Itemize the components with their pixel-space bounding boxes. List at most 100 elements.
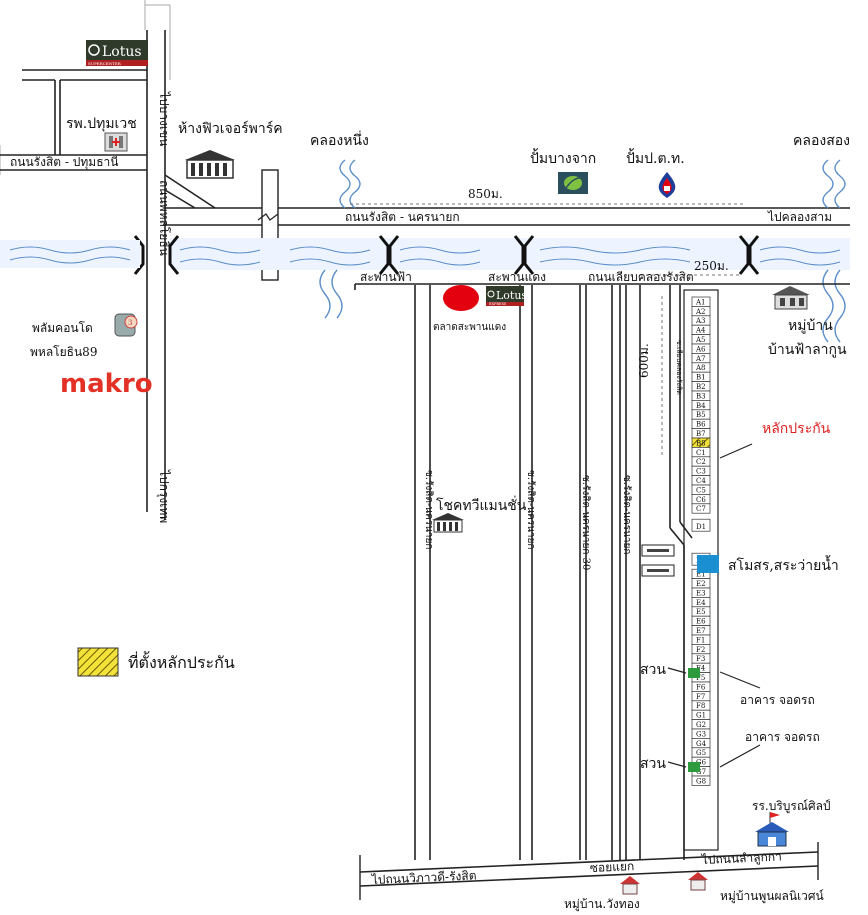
hospital-icon-part bbox=[109, 136, 113, 148]
annotation-arrows bbox=[667, 443, 761, 768]
plot-label: F4 bbox=[696, 665, 706, 673]
club-label: สโมสร,สระว่ายน้ำ bbox=[728, 555, 839, 574]
plot-label: E4 bbox=[696, 599, 706, 607]
village-fa-lagoon-label-1: หมู่บ้าน bbox=[788, 318, 833, 334]
plot-label: A2 bbox=[695, 308, 706, 316]
plot-label: E2 bbox=[696, 580, 706, 588]
plot-label: A1 bbox=[695, 298, 706, 306]
plot-label: F6 bbox=[696, 683, 706, 691]
plot-label: C4 bbox=[696, 477, 706, 485]
soi-3-label: ซ.รังสิต-นครนายก 30 bbox=[580, 475, 591, 570]
plot-label: E3 bbox=[696, 589, 706, 597]
plot-label: B3 bbox=[696, 392, 706, 400]
plot-label: B5 bbox=[696, 411, 706, 419]
school-label: รร.บริบูรณ์ศิลป์ bbox=[752, 799, 831, 814]
sign-text-bar bbox=[647, 549, 669, 552]
hospital-cross-icon bbox=[112, 138, 120, 146]
flyover-break bbox=[257, 213, 279, 221]
school-icon bbox=[755, 812, 789, 847]
sign-text-bar bbox=[647, 569, 669, 572]
canal-waves bbox=[179, 246, 841, 266]
plot-label: A5 bbox=[695, 336, 706, 344]
plot-label: G6 bbox=[696, 759, 707, 767]
parking-2-label: อาคาร จอดรถ bbox=[745, 730, 820, 744]
ptt-logo-icon bbox=[658, 172, 676, 198]
rangsit-canal bbox=[170, 238, 850, 270]
garden-1 bbox=[688, 668, 700, 678]
left-canal-waves bbox=[9, 246, 131, 264]
plot-label: E6 bbox=[696, 618, 706, 626]
condo-label-2: พหลโยธิน89 bbox=[30, 345, 97, 359]
showroom-label: โชคทวีแมนชั่น bbox=[436, 496, 527, 514]
plot-label: F1 bbox=[696, 636, 705, 644]
plot-label: G8 bbox=[696, 777, 706, 785]
distance-850-label: 850ม. bbox=[468, 187, 503, 201]
condo-icon: 3 bbox=[114, 313, 138, 337]
plot-label: G1 bbox=[696, 712, 706, 720]
soi-4-label: ซ.รังสิต-นครนายก bbox=[621, 475, 632, 554]
garden-2-label: สวน bbox=[640, 756, 666, 772]
pool bbox=[697, 555, 719, 573]
plot-label: C3 bbox=[696, 468, 706, 476]
liap-khlong-road-label: ถนนเลียบคลองรังสิต bbox=[588, 270, 694, 284]
soi-2-label: ซ.รังสิต-นครนายก bbox=[525, 470, 536, 549]
lotus-top-logo-bar bbox=[86, 60, 148, 66]
main-soi-label: ซ.เลียบคลองรังสิต bbox=[675, 340, 683, 395]
plot-label: D1 bbox=[696, 523, 706, 531]
plot-label: B6 bbox=[696, 421, 706, 429]
plot-label: F2 bbox=[696, 646, 705, 654]
bottom-road-bottom bbox=[359, 865, 819, 887]
poonpon-village-label: หมู่บ้านพูนผลนิเวศน์ bbox=[720, 889, 824, 904]
bottom-left-road-label: ไปถนนวิภาวดี-รังสิต bbox=[371, 868, 477, 887]
mall-building-icon bbox=[185, 150, 235, 179]
distance-250-label: 250ม. bbox=[694, 259, 729, 273]
bottom-road-top bbox=[359, 851, 819, 873]
bangchak-logo-icon bbox=[558, 172, 588, 194]
plot-label: A7 bbox=[695, 355, 706, 363]
village-house-icon bbox=[772, 286, 810, 310]
lotus-mid-logo bbox=[486, 286, 524, 302]
plot-label: F8 bbox=[696, 702, 705, 710]
plot-label: G4 bbox=[696, 740, 707, 748]
garden-2 bbox=[688, 762, 700, 772]
bridge-fa-label: สะพานฟ้า bbox=[360, 270, 412, 284]
bottom-right-road-label: ไปถนนลำลูกกา bbox=[701, 850, 783, 869]
plot-label: G7 bbox=[696, 768, 706, 776]
plot-label: C1 bbox=[696, 449, 706, 457]
lotus-flower-icon bbox=[487, 290, 495, 298]
phahon-road-label: ถนนพหลโยธิน bbox=[157, 180, 171, 256]
market-label: ตลาดสะพานแดง bbox=[433, 322, 506, 333]
plot-label: A6 bbox=[695, 345, 706, 353]
lotus-mid-label: Lotus bbox=[496, 289, 527, 302]
plot-list: A1A2A3A4A5A6A7A8B1B2B3B4B5B6B7B8C1C2C3C4… bbox=[691, 296, 711, 786]
lotus-top-logo bbox=[86, 40, 148, 60]
legend-label: ที่ตั้งหลักประกัน bbox=[128, 651, 235, 672]
parking-1-label: อาคาร จอดรถ bbox=[740, 693, 815, 707]
garden-1-label: สวน bbox=[640, 662, 666, 678]
lotus-top-sub: SUPERCENTER bbox=[88, 61, 122, 66]
plot-label: A4 bbox=[695, 327, 706, 335]
to-krungthep-label: ไปกรุงเทพ bbox=[156, 469, 171, 523]
to-khlong-sam-label: ไปคลองสาม bbox=[767, 210, 832, 224]
condo-label-1: พลัมคอนโด bbox=[32, 321, 93, 335]
junction-label: ซอยแยก bbox=[590, 859, 635, 875]
bridge-daeng-label: สะพานแดง bbox=[488, 270, 546, 284]
plot-label: G3 bbox=[696, 730, 706, 738]
lotus-top-label: Lotus bbox=[102, 44, 142, 60]
legend-swatch bbox=[77, 647, 119, 677]
vertical-canals bbox=[319, 159, 846, 343]
house-icon bbox=[620, 876, 640, 895]
hospital-label: รพ.ปทุมเวช bbox=[66, 116, 137, 132]
plot-label: B1 bbox=[696, 374, 706, 382]
plot-label: B4 bbox=[696, 402, 706, 410]
svg-text:3: 3 bbox=[128, 319, 132, 327]
plot-label: E5 bbox=[696, 608, 706, 616]
plot-label: F5 bbox=[696, 674, 705, 682]
plot-cell bbox=[691, 518, 711, 532]
makro-logo: makro bbox=[60, 369, 153, 399]
lotus-mid-sub: EXPRESS bbox=[489, 302, 507, 306]
distance-600-label: 600ม. bbox=[637, 343, 651, 378]
plot-label: C7 bbox=[696, 505, 706, 513]
lotus-flower-icon bbox=[88, 44, 100, 56]
